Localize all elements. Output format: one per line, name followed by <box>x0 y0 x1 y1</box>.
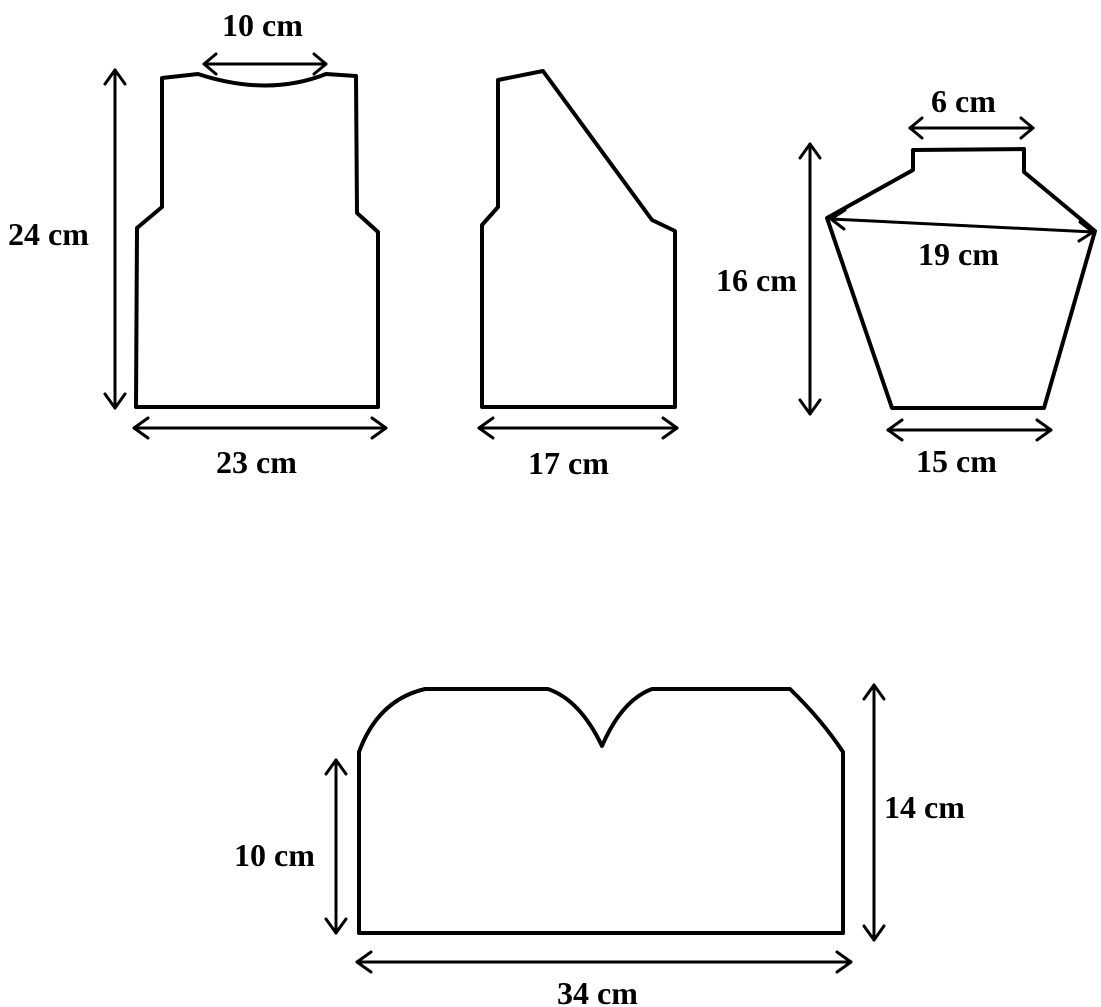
sleeve-height-label: 16 cm <box>716 262 797 298</box>
front-piece: 17 cm <box>477 69 679 481</box>
back-piece-outline <box>134 72 380 409</box>
sleeve-top-width-label: 6 cm <box>931 83 996 119</box>
collar-piece: 10 cm 14 cm 34 cm <box>234 683 965 1007</box>
collar-total-height-arrow <box>862 683 886 942</box>
back-neck-width-label: 10 cm <box>222 7 303 43</box>
sleeve-upper-width-label: 19 cm <box>918 236 999 272</box>
sleeve-bottom-width-label: 15 cm <box>916 443 997 479</box>
sleeve-bottom-width-arrow <box>886 418 1053 442</box>
back-width-arrow <box>132 416 388 440</box>
sleeve-upper-width-arrow <box>829 208 1095 243</box>
back-piece: 10 cm 24 cm 23 cm <box>8 7 388 480</box>
collar-width-arrow <box>355 950 853 974</box>
back-neck-width-arrow <box>202 52 328 76</box>
back-width-label: 23 cm <box>216 444 297 480</box>
sleeve-piece: 6 cm 19 cm 16 cm 15 cm <box>716 83 1097 479</box>
back-height-arrow <box>103 68 127 410</box>
front-width-label: 17 cm <box>528 445 609 481</box>
collar-total-height-label: 14 cm <box>884 789 965 825</box>
collar-side-height-label: 10 cm <box>234 837 315 873</box>
collar-width-label: 34 cm <box>557 975 638 1007</box>
sleeve-height-arrow <box>798 142 822 416</box>
front-piece-outline <box>480 69 677 409</box>
collar-side-height-arrow <box>324 758 348 935</box>
front-width-arrow <box>477 416 679 440</box>
collar-piece-outline <box>357 687 845 935</box>
sleeve-top-width-arrow <box>908 116 1035 140</box>
back-height-label: 24 cm <box>8 216 89 252</box>
sleeve-piece-outline <box>825 147 1097 410</box>
